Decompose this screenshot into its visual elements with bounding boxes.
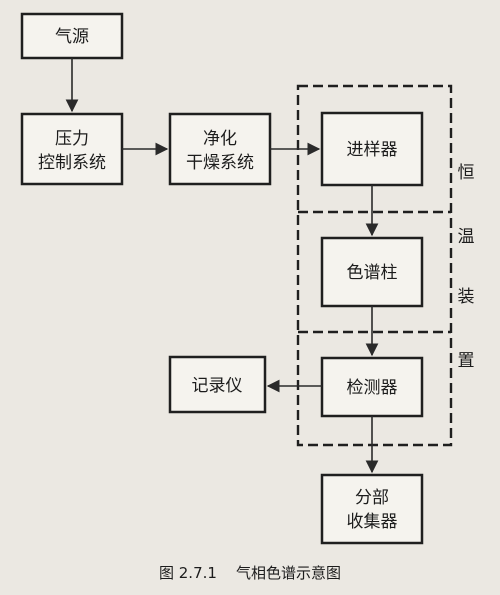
thermostat-enclosure: [296, 84, 453, 447]
thermostat-label: 恒 温 装 置: [458, 163, 475, 371]
injector-node: 进样器: [320, 111, 424, 187]
pressure-control-node: 压力 控制系统: [20, 112, 124, 186]
injector-label: 进样器: [347, 140, 398, 160]
figure-caption: 图 2.7.1 气相色谱示意图: [159, 564, 341, 582]
thermostat-label-char: 置: [458, 351, 475, 371]
thermostat-label-char: 恒: [458, 163, 475, 183]
thermostat-label-char: 装: [458, 287, 475, 307]
purify-dry-label-line2: 干燥系统: [186, 153, 254, 173]
pressure-control-label-line1: 压力: [55, 129, 89, 149]
purify-dry-node: 净化 干燥系统: [168, 112, 272, 186]
detector-node: 检测器: [320, 356, 424, 418]
fraction-collector-node: 分部 收集器: [320, 473, 424, 545]
recorder-label: 记录仪: [192, 376, 243, 396]
gas-source-node: 气源: [20, 12, 124, 60]
column-node: 色谱柱: [320, 236, 424, 308]
fraction-collector-label-line1: 分部: [355, 488, 389, 508]
purify-dry-label-line1: 净化: [203, 129, 237, 149]
column-label: 色谱柱: [347, 263, 398, 283]
pressure-control-label-line2: 控制系统: [38, 153, 106, 173]
fraction-collector-label-line2: 收集器: [347, 512, 398, 532]
recorder-node: 记录仪: [168, 355, 267, 414]
detector-label: 检测器: [347, 378, 398, 398]
gas-source-label: 气源: [55, 27, 89, 47]
thermostat-label-char: 温: [458, 227, 475, 247]
thermostat-border: [296, 84, 453, 447]
